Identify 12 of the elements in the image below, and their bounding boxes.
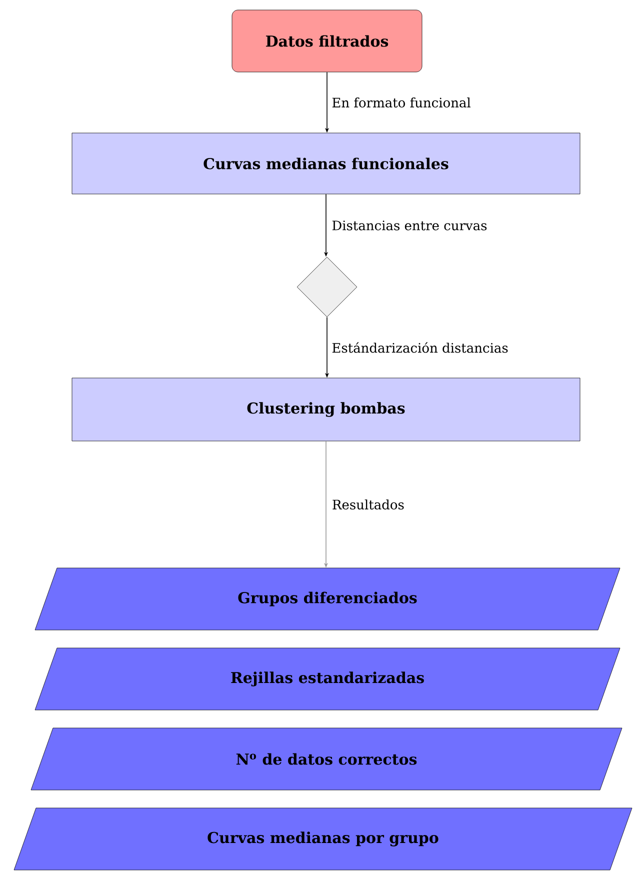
edge-label: Distancias entre curvas <box>330 220 488 232</box>
output-parallelogram: Curvas medianas por grupo <box>14 808 632 870</box>
edge-label: Resultados <box>330 498 406 511</box>
edge-label: Estándarización distancias <box>330 341 510 354</box>
process-box: Curvas medianas funcionales <box>72 132 580 194</box>
start-box: Datos filtrados <box>232 10 422 72</box>
edge-label: En formato funcional <box>330 96 472 109</box>
output-parallelogram: N$^{o}$ de datos correctos <box>30 728 622 790</box>
decision-diamond <box>296 256 358 318</box>
output-parallelogram: Grupos diferenciados <box>34 568 620 630</box>
process-box: Clustering bombas <box>72 378 580 442</box>
output-parallelogram: Rejillas estandarizadas <box>34 648 620 710</box>
